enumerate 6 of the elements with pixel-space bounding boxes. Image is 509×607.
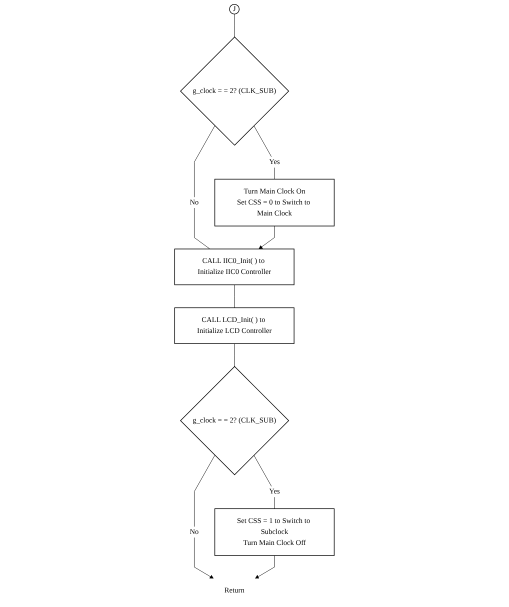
connector bbox=[254, 125, 275, 180]
connector bbox=[234, 14, 235, 38]
connector bbox=[254, 454, 275, 509]
connector bbox=[234, 343, 235, 367]
connector bbox=[194, 125, 216, 250]
connector bbox=[234, 284, 235, 308]
